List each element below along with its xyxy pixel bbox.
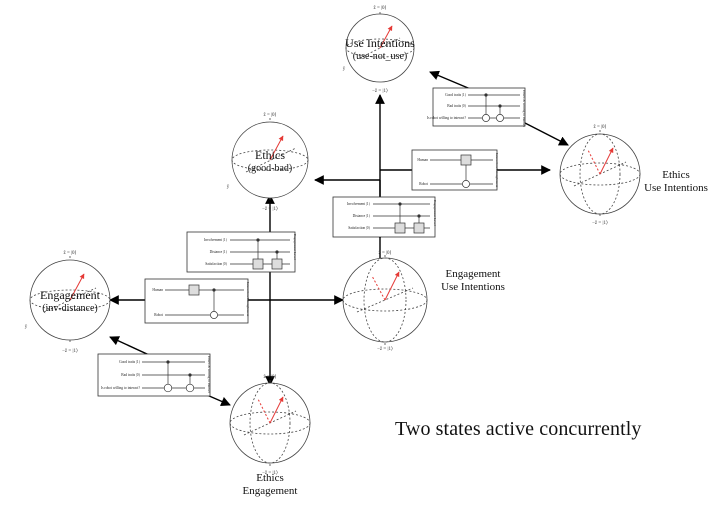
ethics-use-line1: Ethics xyxy=(662,169,690,181)
axis-label-z-bottom: −ẑ = |1⟩ xyxy=(262,206,278,212)
ethics-engagement-label: Ethics Engagement xyxy=(228,472,312,497)
bloch-sphere-ethics-engagement xyxy=(229,380,311,466)
bloch-sphere-engagement xyxy=(29,256,111,344)
ethics-use-line2: Use Intentions xyxy=(644,181,708,194)
circuit-ethics-willing-bottom: Good traits |1⟩ Bad traits |0⟩ Is robot … xyxy=(97,353,211,397)
circuit-wire-label: Robot xyxy=(419,182,428,186)
engagement-use-line2: Use Intentions xyxy=(441,280,505,293)
circuit-wire-label: Satisfaction |0⟩ xyxy=(205,261,227,266)
axis-label-z-top: ẑ = |0⟩ xyxy=(264,374,277,380)
circuit-wire-label: Involvement |1⟩ xyxy=(204,237,228,242)
axis-label-z-top: ẑ = |0⟩ xyxy=(374,5,387,11)
concurrency-caption: Two states active concurrently xyxy=(395,418,642,440)
bloch-sphere-engagement-use xyxy=(342,255,428,345)
circuit-wire-label: Is robot willing to interact? xyxy=(101,386,141,390)
circuit-wire-label: Satisfaction |0⟩ xyxy=(348,225,370,230)
engagement-use-label: Engagement Use Intentions xyxy=(430,268,516,293)
axis-label-y: ŷ xyxy=(25,325,28,330)
use-intentions-label: Use Intentions (use-not_use) xyxy=(342,36,418,62)
axis-label-z-bottom: −ẑ = |1⟩ xyxy=(377,346,393,352)
circuit-engagement-left: Involvement |1⟩ Distance |1⟩ Satisfactio… xyxy=(186,231,297,273)
axis-label-y: ŷ xyxy=(227,185,230,190)
axis-label-z-top: ẑ = |0⟩ xyxy=(594,124,607,130)
engagement-subtitle: (inv-distance) xyxy=(42,302,98,314)
circuit-side-label: Ethics & willing to Interact xyxy=(207,356,211,393)
circuit-wire-label: Involvement |1⟩ xyxy=(347,201,371,206)
use-intentions-title: Use Intentions xyxy=(345,36,415,50)
axis-label-z-top: ẑ = |0⟩ xyxy=(379,250,392,256)
axis-label-z-top: ẑ = |0⟩ xyxy=(264,112,277,118)
engagement-title: Engagement xyxy=(40,288,100,302)
circuit-wire-label: Bad traits |0⟩ xyxy=(121,372,140,377)
circuit-side-label: Ethics & willing to Interact xyxy=(522,90,526,127)
circuit-wire-label: Human xyxy=(152,288,163,292)
circuit-interaction-left: Human Robot Interaction Entanglement xyxy=(144,278,250,324)
engagement-use-line1: Engagement xyxy=(445,268,501,280)
ethics-label: Ethics (good-bad) xyxy=(235,148,305,174)
ethics-subtitle: (good-bad) xyxy=(247,162,293,174)
circuit-ethics-willing-top: Good traits |1⟩ Bad traits |0⟩ Is robot … xyxy=(427,87,526,127)
circuit-wire-label: Distance |1⟩ xyxy=(210,249,228,254)
axis-label-y: ŷ xyxy=(343,67,346,72)
circuit-wire-label: Robot xyxy=(154,313,163,317)
ethics-title: Ethics xyxy=(255,148,285,162)
engagement-label: Engagement (inv-distance) xyxy=(30,288,110,314)
ethics-use-label: Ethics Use Intentions xyxy=(636,169,715,194)
axis-label-z-bottom: −ẑ = |1⟩ xyxy=(372,88,388,94)
bloch-sphere-use-intentions xyxy=(345,12,415,84)
circuit-engagement-center: Involvement |1⟩ Distance |1⟩ Satisfactio… xyxy=(332,196,437,238)
circuit-wire-label: Good traits |1⟩ xyxy=(445,92,466,97)
circuit-side-label: Engagement Level xyxy=(433,200,437,226)
circuit-wire-label: Bad traits |0⟩ xyxy=(447,103,466,108)
use-intentions-subtitle: (use-not_use) xyxy=(352,50,408,62)
circuit-side-label: Interaction Entanglement xyxy=(495,153,499,187)
arrow-diag-to-ethics-use xyxy=(524,122,569,146)
circuit-side-label: Interaction Entanglement xyxy=(246,282,250,316)
axis-label-z-top: ẑ = |0⟩ xyxy=(64,250,77,256)
circuit-wire-label: Is robot willing to interact? xyxy=(427,116,467,120)
circuit-wire-label: Distance |1⟩ xyxy=(353,213,371,218)
circuit-wire-label: Good traits |1⟩ xyxy=(119,359,140,364)
ethics-engagement-line2: Engagement xyxy=(242,484,298,497)
ethics-engagement-line1: Ethics xyxy=(256,472,284,484)
axis-label-z-bottom: −ẑ = |1⟩ xyxy=(592,220,608,226)
bloch-sphere-ethics xyxy=(231,118,309,202)
axis-label-z-bottom: −ẑ = |1⟩ xyxy=(62,348,78,354)
circuit-side-label: Engagement Level xyxy=(293,234,297,260)
circuit-wire-label: Human xyxy=(417,158,428,162)
circuit-interaction-right: Human Robot Interaction Entanglement xyxy=(411,149,499,191)
bloch-sphere-ethics-use xyxy=(559,130,641,218)
axis-label-z-bottom: −ẑ = |1⟩ xyxy=(262,470,278,476)
